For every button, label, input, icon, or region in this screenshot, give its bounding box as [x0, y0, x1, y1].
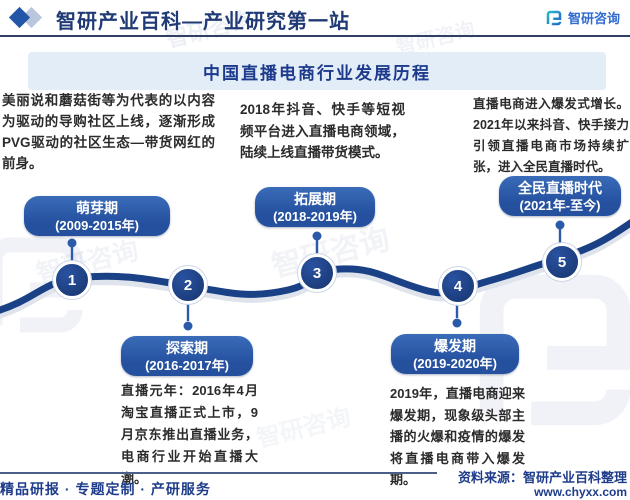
chart-title: 中国直播电商行业发展历程 — [28, 52, 606, 90]
stage-label-3: 拓展期 (2018-2019年) — [255, 187, 375, 227]
stage-label-1: 萌芽期 (2009-2015年) — [24, 196, 170, 236]
timeline-node-2: 2 — [169, 266, 207, 304]
stage-name: 爆发期 — [434, 338, 476, 354]
page-header: 智研产业百科—产业研究第一站 智研咨询 — [0, 0, 630, 35]
stage-name: 萌芽期 — [76, 200, 118, 216]
stage-years: (2018-2019年) — [273, 209, 357, 224]
stage-desc-3: 2018年抖音、快手等短视频平台进入直播电商领域，陆续上线直播带货模式。 — [240, 102, 405, 160]
stage-desc-4: 2019年，直播电商迎来爆发期，现象级头部主播的火爆和疫情的爆发将直播电商带入爆… — [390, 386, 525, 487]
stem-dot-2 — [183, 321, 193, 331]
stage-desc-2: 直播元年：2016年4月淘宝直播正式上市，9月京东推出直播业务，电商行业开始直播… — [121, 383, 258, 486]
stage-name: 全民直播时代 — [518, 180, 602, 196]
stem-dot-5 — [555, 220, 565, 230]
stage-desc-5: 直播电商进入爆发式增长。2021年以来抖音、快手接力引领直播电商市场持续扩张，进… — [473, 97, 629, 174]
header-divider — [0, 35, 630, 37]
stem-dot-3 — [312, 231, 322, 241]
stage-label-5: 全民直播时代 (2021年-至今) — [499, 176, 621, 216]
website-url: www.chyxx.com — [534, 485, 627, 499]
stem-dot-1 — [67, 238, 77, 248]
stage-years: (2021年-至今) — [519, 198, 601, 213]
zhiyan-logo-icon — [546, 10, 562, 25]
timeline-node-4: 4 — [439, 267, 477, 305]
timeline-node-3: 3 — [298, 254, 336, 292]
brand-name: 智研咨询 — [567, 11, 620, 26]
stage-years: (2019-2020年) — [413, 356, 497, 371]
stage-desc-1: 美丽说和蘑菇街等为代表的以内容为驱动的导购社区上线，逐渐形成PVG驱动的社区生态… — [2, 93, 215, 171]
brand-logo: 智研咨询 — [545, 8, 620, 27]
footer-divider — [0, 472, 437, 474]
stage-years: (2009-2015年) — [55, 218, 139, 233]
stage-name: 拓展期 — [294, 191, 336, 207]
stage-label-4: 爆发期 (2019-2020年) — [391, 334, 519, 374]
source-note: 资料来源：智研产业百科整理 — [457, 470, 627, 485]
timeline-node-5: 5 — [543, 243, 581, 281]
timeline-node-1: 1 — [53, 261, 91, 299]
stage-years: (2016-2017年) — [145, 358, 229, 373]
stem-dot-4 — [452, 318, 462, 328]
services-tagline: 精品研报 · 专题定制 · 产研服务 — [0, 481, 211, 497]
site-title: 智研产业百科—产业研究第一站 — [56, 11, 350, 33]
stage-label-2: 探索期 (2016-2017年) — [121, 336, 253, 376]
stage-name: 探索期 — [166, 340, 208, 356]
